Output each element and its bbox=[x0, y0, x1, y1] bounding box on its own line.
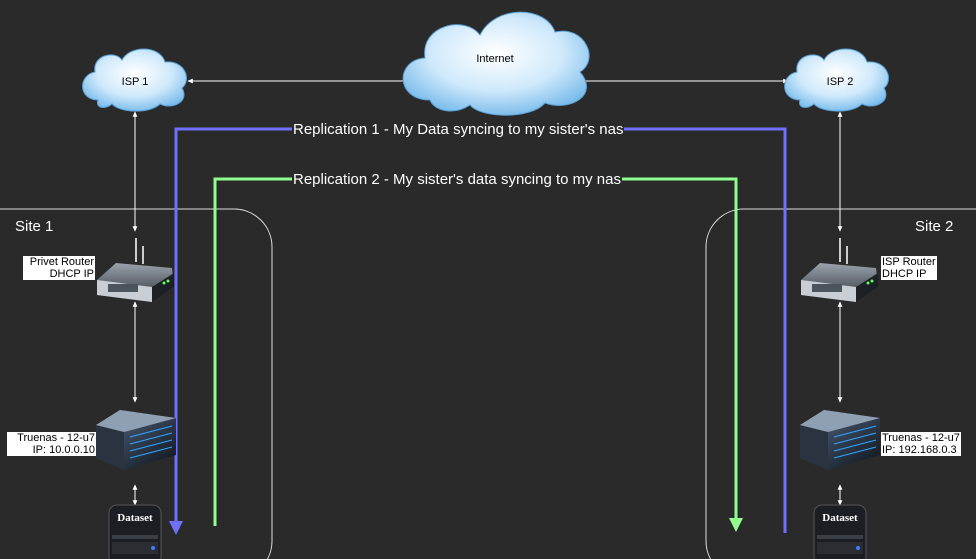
replication1-arrowhead bbox=[169, 521, 183, 535]
replication2-path bbox=[213, 177, 738, 526]
site2-router-ip: DHCP IP bbox=[882, 268, 927, 280]
site2-box bbox=[705, 208, 976, 559]
site2-dataset-icon bbox=[813, 504, 867, 559]
site2-router-label: ISP Router DHCP IP bbox=[881, 256, 937, 280]
isp2-cloud bbox=[784, 48, 889, 112]
replication2-arrowhead bbox=[729, 518, 743, 532]
isp1-label: ISP 1 bbox=[121, 76, 149, 88]
isp1-cloud bbox=[82, 48, 187, 112]
connectors bbox=[132, 78, 843, 506]
site1-nas-ip: IP: 10.0.0.10 bbox=[32, 444, 95, 456]
site1-nas-name: Truenas - 12-u7 bbox=[17, 432, 95, 444]
site2-nas-icon bbox=[800, 410, 880, 470]
site1-router-name: Privet Router bbox=[29, 256, 94, 268]
internet-cloud bbox=[402, 11, 590, 116]
site2-nas-ip: IP: 192.168.0.3 bbox=[882, 444, 957, 456]
site2-title: Site 2 bbox=[915, 218, 954, 235]
site2-router-name: ISP Router bbox=[882, 256, 936, 268]
site2-nas-name: Truenas - 12-u7 bbox=[882, 432, 960, 444]
internet-label: Internet bbox=[476, 53, 514, 65]
isp2-label: ISP 2 bbox=[826, 76, 854, 88]
site1-router-icon bbox=[97, 238, 174, 302]
site1-dataset-label: Dataset bbox=[117, 512, 153, 524]
site1-router-ip: DHCP IP bbox=[49, 268, 94, 280]
replication2-label: Replication 2 - My sister's data syncing… bbox=[292, 171, 622, 189]
site2-dataset-label: Dataset bbox=[822, 512, 858, 524]
site2-router-icon bbox=[801, 238, 878, 302]
site1-dataset-icon bbox=[108, 504, 162, 559]
site1-router-label: Privet Router DHCP IP bbox=[23, 256, 95, 280]
site1-nas-label: Truenas - 12-u7 IP: 10.0.0.10 bbox=[7, 432, 96, 456]
site2-nas-label: Truenas - 12-u7 IP: 192.168.0.3 bbox=[881, 432, 961, 456]
site1-title: Site 1 bbox=[15, 218, 54, 235]
replication1-label: Replication 1 - My Data syncing to my si… bbox=[292, 121, 625, 139]
site1-box bbox=[0, 208, 273, 559]
site1-nas-icon bbox=[96, 410, 176, 470]
replication1-path bbox=[174, 127, 787, 533]
